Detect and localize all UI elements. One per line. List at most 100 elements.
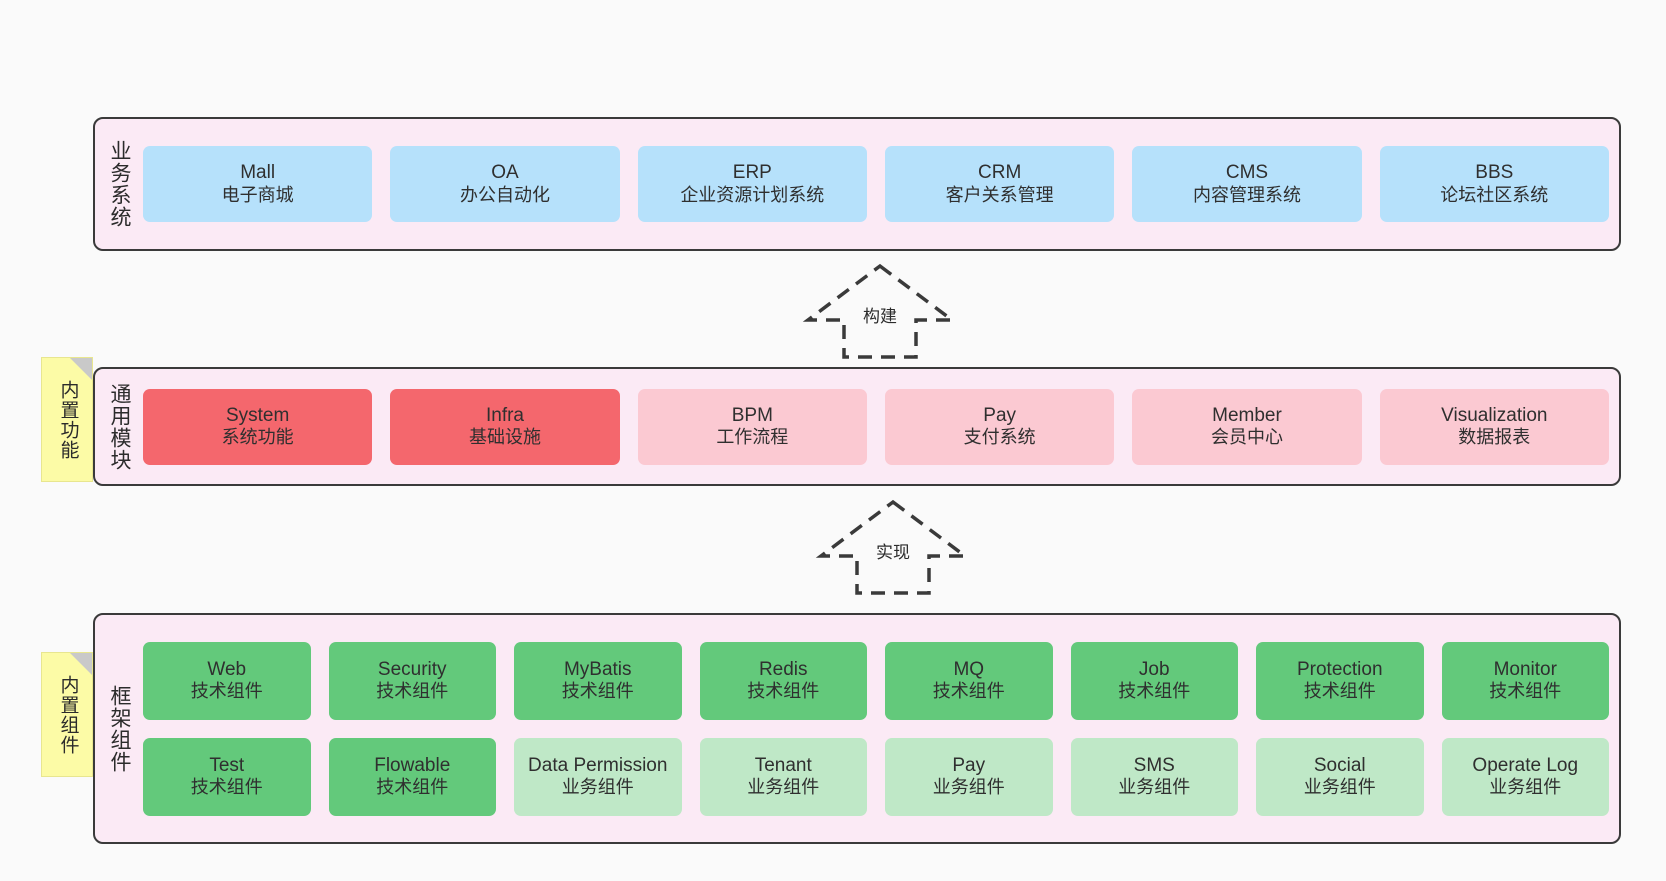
note-label: 内置组件 bbox=[57, 674, 79, 755]
card-title: Tenant bbox=[754, 754, 812, 776]
note-label: 内置功能 bbox=[57, 379, 79, 460]
card-subtitle: 内容管理系统 bbox=[1192, 184, 1301, 205]
card-job[interactable]: Job 技术组件 bbox=[1070, 641, 1238, 720]
card-security[interactable]: Security 技术组件 bbox=[328, 641, 496, 720]
card-pay[interactable]: Pay 支付系统 bbox=[884, 388, 1115, 465]
card-title: Infra bbox=[485, 404, 524, 426]
card-subtitle: 业务组件 bbox=[1303, 777, 1376, 798]
implement-arrow-label: 实现 bbox=[876, 543, 910, 562]
card-crm[interactable]: CRM 客户关系管理 bbox=[884, 146, 1115, 222]
card-system[interactable]: System 系统功能 bbox=[143, 388, 373, 465]
card-redis[interactable]: Redis 技术组件 bbox=[699, 641, 867, 720]
card-subtitle: 办公自动化 bbox=[459, 184, 550, 205]
card-title: ERP bbox=[732, 162, 772, 184]
card-title: Mall bbox=[240, 162, 276, 184]
card-title: MQ bbox=[953, 658, 985, 680]
card-subtitle: 技术组件 bbox=[190, 681, 263, 702]
implement-arrow: 实现 bbox=[813, 498, 973, 595]
card-title: Web bbox=[207, 658, 247, 680]
layer-title-framework-components: 框架组件 bbox=[108, 684, 132, 773]
card-row: System 系统功能 Infra 基础设施 BPM 工作流程 Pay 支付系统… bbox=[143, 388, 1609, 465]
card-title: Social bbox=[1313, 754, 1366, 776]
card-title: Job bbox=[1138, 658, 1170, 680]
card-subtitle: 会员中心 bbox=[1210, 427, 1283, 448]
card-title: System bbox=[225, 404, 290, 426]
layer-body-framework-components: Web 技术组件 Security 技术组件 MyBatis 技术组件 Redi… bbox=[143, 615, 1619, 842]
card-subtitle: 技术组件 bbox=[376, 681, 449, 702]
card-subtitle: 技术组件 bbox=[1303, 681, 1376, 702]
card-title: Pay bbox=[952, 754, 986, 776]
card-monitor[interactable]: Monitor 技术组件 bbox=[1441, 641, 1609, 720]
layer-framework-components: 框架组件 Web 技术组件 Security 技术组件 MyBatis 技术组件… bbox=[93, 613, 1621, 844]
build-arrow: 构建 bbox=[800, 262, 960, 359]
card-subtitle: 技术组件 bbox=[1489, 681, 1562, 702]
card-title: Test bbox=[209, 754, 245, 776]
card-row: Test 技术组件 Flowable 技术组件 Data Permission … bbox=[143, 737, 1609, 816]
card-title: Protection bbox=[1296, 658, 1383, 680]
card-title: BBS bbox=[1475, 162, 1514, 184]
card-subtitle: 技术组件 bbox=[747, 681, 820, 702]
layer-business-systems: 业务系统 Mall 电子商城 OA 办公自动化 ERP 企业资源计划系统 CRM… bbox=[93, 117, 1621, 251]
card-subtitle: 客户关系管理 bbox=[945, 184, 1054, 205]
card-subtitle: 基础设施 bbox=[468, 427, 541, 448]
card-cms[interactable]: CMS 内容管理系统 bbox=[1132, 146, 1362, 222]
card-subtitle: 技术组件 bbox=[1118, 681, 1191, 702]
note-builtin-features: 内置功能 bbox=[41, 357, 93, 482]
card-title: Member bbox=[1212, 404, 1282, 426]
card-title: OA bbox=[491, 162, 519, 184]
card-title: SMS bbox=[1133, 754, 1175, 776]
card-subtitle: 技术组件 bbox=[190, 777, 263, 798]
card-title: Pay bbox=[983, 404, 1017, 426]
card-infra[interactable]: Infra 基础设施 bbox=[390, 388, 620, 465]
card-social[interactable]: Social 业务组件 bbox=[1256, 737, 1424, 816]
card-tenant[interactable]: Tenant 业务组件 bbox=[699, 737, 867, 816]
card-subtitle: 业务组件 bbox=[932, 777, 1005, 798]
card-subtitle: 论坛社区系统 bbox=[1440, 184, 1549, 205]
card-subtitle: 技术组件 bbox=[376, 777, 449, 798]
card-visualization[interactable]: Visualization 数据报表 bbox=[1379, 388, 1609, 465]
layer-body-business-systems: Mall 电子商城 OA 办公自动化 ERP 企业资源计划系统 CRM 客户关系… bbox=[143, 119, 1619, 249]
card-protection[interactable]: Protection 技术组件 bbox=[1256, 641, 1424, 720]
card-data-permission[interactable]: Data Permission 业务组件 bbox=[514, 737, 682, 816]
card-subtitle: 工作流程 bbox=[716, 427, 789, 448]
card-pay-component[interactable]: Pay 业务组件 bbox=[885, 737, 1053, 816]
card-subtitle: 企业资源计划系统 bbox=[680, 184, 825, 205]
build-arrow-label: 构建 bbox=[863, 307, 897, 326]
card-row: Mall 电子商城 OA 办公自动化 ERP 企业资源计划系统 CRM 客户关系… bbox=[143, 146, 1609, 222]
card-subtitle: 技术组件 bbox=[561, 681, 634, 702]
card-title: Security bbox=[377, 658, 447, 680]
card-mq[interactable]: MQ 技术组件 bbox=[885, 641, 1053, 720]
layer-title-business-systems: 业务系统 bbox=[108, 140, 132, 228]
layer-title-common-modules: 通用模块 bbox=[108, 382, 132, 471]
card-bpm[interactable]: BPM 工作流程 bbox=[637, 388, 867, 465]
card-flowable[interactable]: Flowable 技术组件 bbox=[328, 737, 496, 816]
card-web[interactable]: Web 技术组件 bbox=[143, 641, 311, 720]
card-subtitle: 业务组件 bbox=[561, 777, 634, 798]
card-mybatis[interactable]: MyBatis 技术组件 bbox=[514, 641, 682, 720]
card-operate-log[interactable]: Operate Log 业务组件 bbox=[1441, 737, 1609, 816]
card-title: BPM bbox=[731, 404, 773, 426]
card-subtitle: 业务组件 bbox=[1118, 777, 1191, 798]
note-builtin-components: 内置组件 bbox=[41, 652, 93, 777]
card-title: Visualization bbox=[1441, 404, 1548, 426]
card-member[interactable]: Member 会员中心 bbox=[1132, 388, 1362, 465]
card-erp[interactable]: ERP 企业资源计划系统 bbox=[637, 146, 867, 222]
card-title: Flowable bbox=[374, 754, 451, 776]
card-title: Redis bbox=[758, 658, 808, 680]
card-sms[interactable]: SMS 业务组件 bbox=[1070, 737, 1238, 816]
layer-body-common-modules: System 系统功能 Infra 基础设施 BPM 工作流程 Pay 支付系统… bbox=[143, 369, 1619, 484]
card-mall[interactable]: Mall 电子商城 bbox=[143, 146, 373, 222]
card-test[interactable]: Test 技术组件 bbox=[143, 737, 311, 816]
layer-common-modules: 通用模块 System 系统功能 Infra 基础设施 BPM 工作流程 Pay… bbox=[93, 367, 1621, 486]
card-bbs[interactable]: BBS 论坛社区系统 bbox=[1379, 146, 1609, 222]
card-oa[interactable]: OA 办公自动化 bbox=[390, 146, 620, 222]
card-subtitle: 系统功能 bbox=[221, 427, 294, 448]
card-subtitle: 支付系统 bbox=[963, 427, 1036, 448]
card-row: Web 技术组件 Security 技术组件 MyBatis 技术组件 Redi… bbox=[143, 641, 1609, 720]
card-subtitle: 数据报表 bbox=[1458, 427, 1531, 448]
card-title: Monitor bbox=[1493, 658, 1557, 680]
card-subtitle: 电子商城 bbox=[221, 184, 294, 205]
card-title: CMS bbox=[1225, 162, 1269, 184]
card-title: CRM bbox=[978, 162, 1022, 184]
